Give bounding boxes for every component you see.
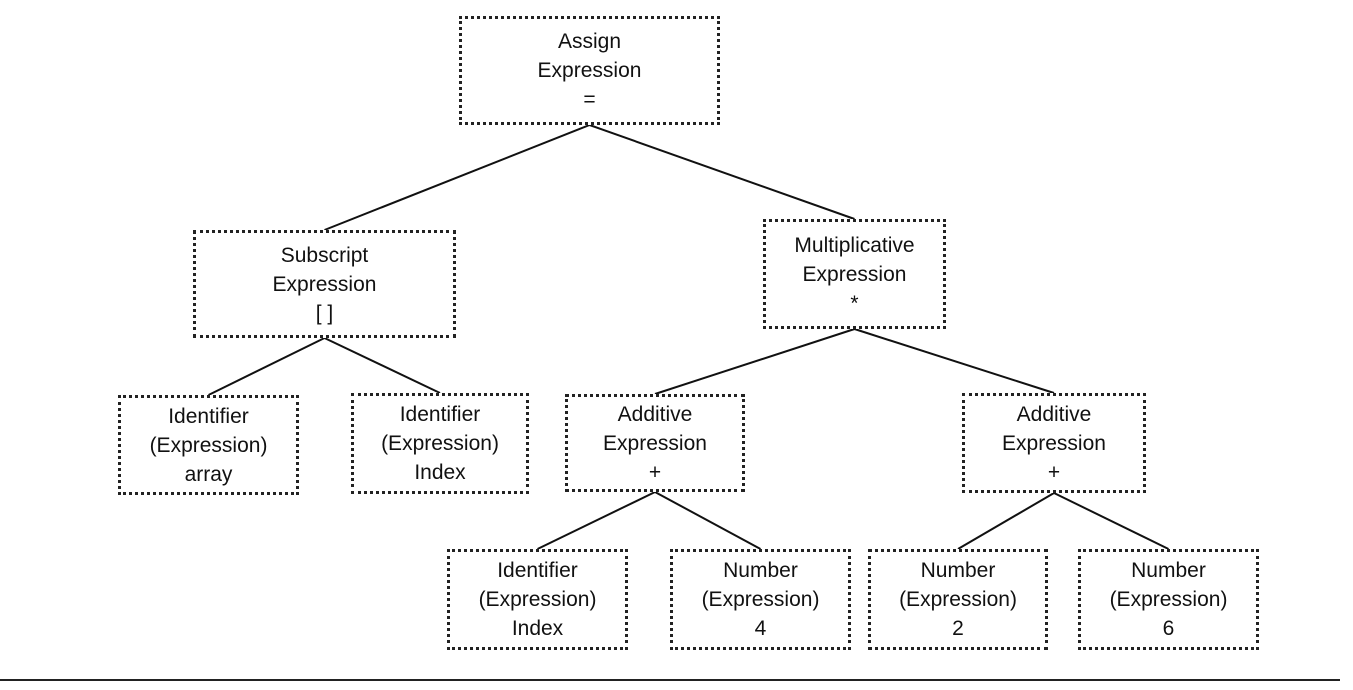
node-type: Additive	[617, 402, 693, 426]
node-operator: *	[850, 291, 859, 315]
node-value: array	[184, 462, 233, 486]
node-type: Identifier	[399, 403, 481, 426]
node-number-6: Number (Expression) 6	[1078, 549, 1259, 650]
node-value: Index	[511, 617, 564, 640]
node-type: Number	[723, 559, 798, 582]
edge-add_left-to-num_4	[654, 491, 761, 550]
node-type: Subscript	[280, 243, 369, 267]
node-type: Identifier	[168, 404, 249, 428]
edge-root-to-mult	[589, 124, 855, 220]
node-multiplicative-expression: Multiplicative Expression *	[763, 219, 946, 329]
node-type: Number	[1131, 559, 1206, 582]
node-kind: Expression	[603, 431, 707, 455]
node-additive-expression-left: Additive Expression +	[565, 394, 745, 492]
node-identifier-array: Identifier (Expression) array	[118, 395, 299, 495]
node-kind: Expression	[1002, 431, 1106, 455]
node-number-2: Number (Expression) 2	[868, 549, 1048, 650]
bottom-rule	[0, 679, 1340, 681]
node-assign-expression: Assign Expression =	[459, 16, 720, 125]
edge-mult-to-add_left	[654, 328, 855, 395]
node-subscript-expression: Subscript Expression [ ]	[193, 230, 456, 338]
node-operator: +	[1047, 460, 1061, 484]
node-operator: [ ]	[315, 301, 334, 325]
node-kind: Expression	[802, 262, 907, 286]
node-type: Number	[920, 559, 996, 582]
node-kind: Expression	[272, 272, 377, 296]
node-type: Identifier	[497, 559, 578, 582]
node-operator: +	[648, 460, 662, 484]
node-type: Assign	[557, 30, 622, 53]
edge-add_right-to-num_6	[1053, 492, 1169, 550]
node-value: 4	[754, 617, 767, 640]
node-kind: (Expression)	[149, 433, 268, 457]
edge-add_right-to-num_2	[957, 492, 1055, 550]
node-kind: (Expression)	[701, 588, 820, 611]
edge-add_left-to-id_index_2	[537, 491, 656, 550]
node-type: Additive	[1016, 402, 1092, 426]
node-type: Multiplicative	[794, 233, 915, 257]
node-kind: Expression	[537, 59, 642, 82]
node-operator: =	[583, 88, 596, 111]
node-kind: (Expression)	[381, 432, 499, 455]
node-value: Index	[414, 461, 466, 484]
edge-mult-to-add_right	[854, 328, 1055, 394]
node-identifier-index: Identifier (Expression) Index	[351, 393, 529, 494]
edge-subscript-to-id_index_1	[324, 337, 441, 394]
node-kind: (Expression)	[899, 588, 1017, 611]
node-kind: (Expression)	[478, 588, 597, 611]
node-identifier-index: Identifier (Expression) Index	[447, 549, 628, 650]
node-number-4: Number (Expression) 4	[670, 549, 851, 650]
node-additive-expression-right: Additive Expression +	[962, 393, 1146, 493]
node-kind: (Expression)	[1109, 588, 1228, 611]
edge-subscript-to-id_array	[208, 337, 325, 396]
node-value: 2	[952, 617, 964, 640]
node-value: 6	[1162, 617, 1175, 640]
edge-root-to-subscript	[324, 124, 590, 231]
